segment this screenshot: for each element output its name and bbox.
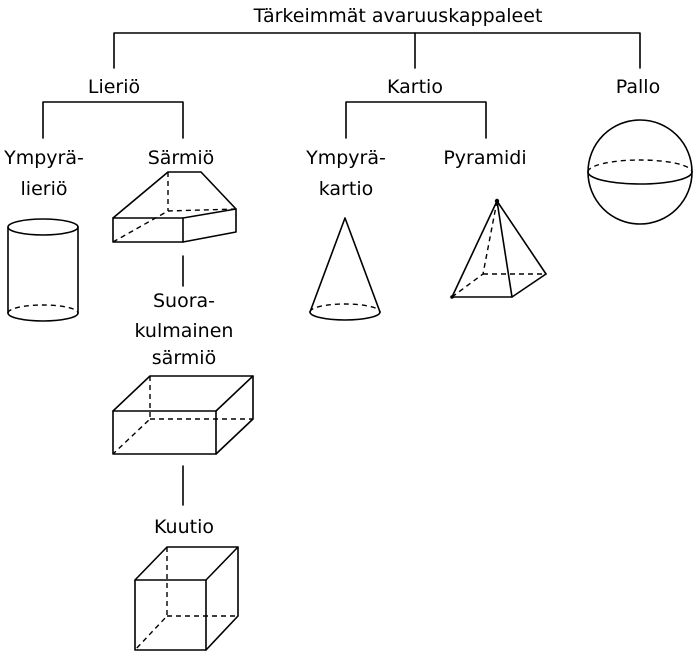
cylinder-shape: [7, 218, 79, 322]
label-kartio: Kartio: [387, 76, 443, 98]
label-ympyralierio-line2: lieriö: [21, 178, 68, 200]
label-kuutio: Kuutio: [154, 516, 214, 538]
label-ympyrakartio-line1: Ympyrä-: [305, 147, 386, 169]
label-ympyralierio-line1: Ympyrä-: [3, 147, 84, 169]
label-ympyrakartio-line2: kartio: [319, 178, 373, 200]
label-pallo: Pallo: [616, 76, 660, 98]
sphere-shape: [587, 119, 693, 225]
label-sarmio: Särmiö: [148, 147, 215, 169]
label-suorakulmainen-line3: särmiö: [152, 347, 216, 369]
label-pyramidi: Pyramidi: [443, 147, 526, 169]
cube-shape: [134, 546, 239, 651]
label-suorakulmainen-line1: Suora-: [153, 290, 215, 312]
label-suorakulmainen-line2: kulmainen: [135, 320, 234, 342]
prism-shape: [112, 171, 237, 243]
tree-connectors: [42, 32, 641, 506]
label-lierio: Lieriö: [88, 76, 140, 98]
cuboid-shape: [112, 375, 254, 455]
diagram-title: Tärkeimmät avaruuskappaleet: [253, 5, 543, 27]
cone-shape: [309, 217, 381, 321]
pyramid-shape: [450, 198, 547, 299]
